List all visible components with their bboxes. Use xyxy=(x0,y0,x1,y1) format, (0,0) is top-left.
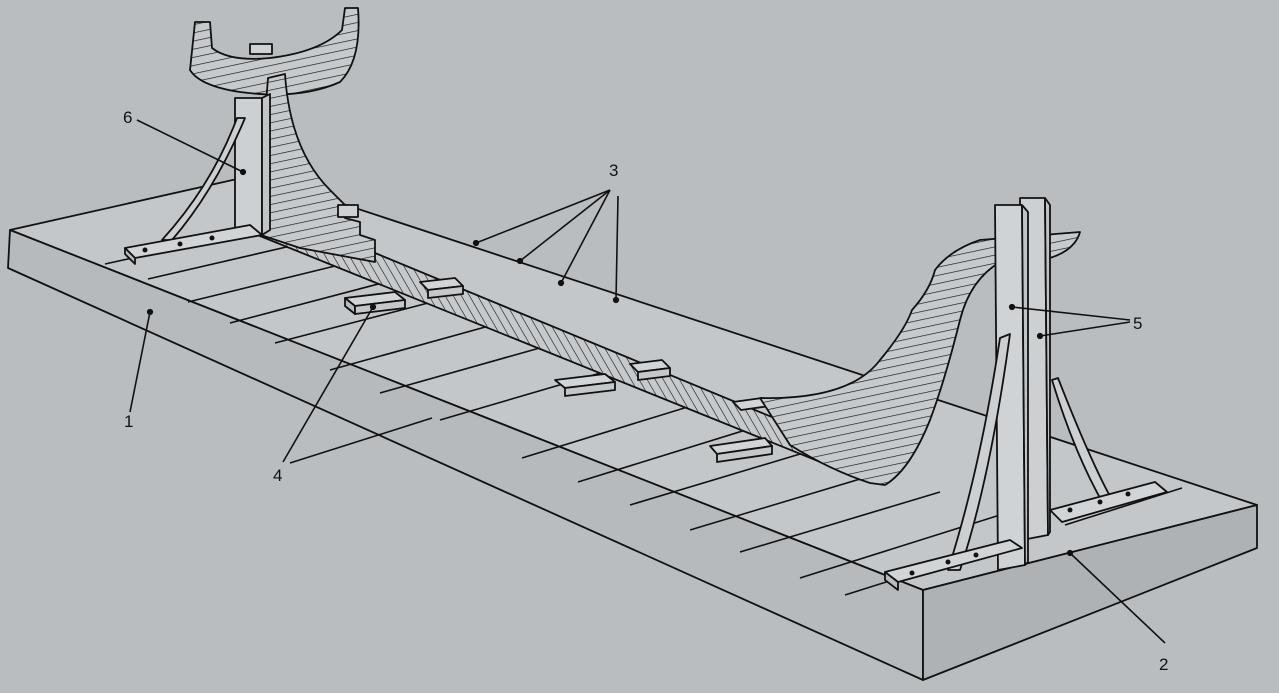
callout-1: 1 xyxy=(124,412,133,431)
stern-crescent xyxy=(189,7,360,96)
stern-stanchion xyxy=(124,93,271,265)
callout-2: 2 xyxy=(1159,655,1168,674)
keel-blocks xyxy=(344,277,773,463)
keel-block xyxy=(629,359,671,381)
callout-4: 4 xyxy=(273,466,282,485)
callout-3: 3 xyxy=(609,161,618,180)
stern-cap xyxy=(249,43,273,55)
callout-6: 6 xyxy=(123,108,132,127)
keel-block xyxy=(344,291,406,315)
bow-post xyxy=(759,231,1081,486)
keel-block xyxy=(419,277,464,299)
callout-labels: 1 2 3 4 5 6 xyxy=(123,108,1168,674)
callout-5: 5 xyxy=(1133,314,1142,333)
bow-stanchions xyxy=(884,197,1168,591)
platform-side xyxy=(922,504,1258,681)
bow-curve xyxy=(759,231,1081,486)
leader-lines xyxy=(129,119,1166,644)
keel-block xyxy=(554,373,616,397)
keel-block xyxy=(709,437,773,463)
